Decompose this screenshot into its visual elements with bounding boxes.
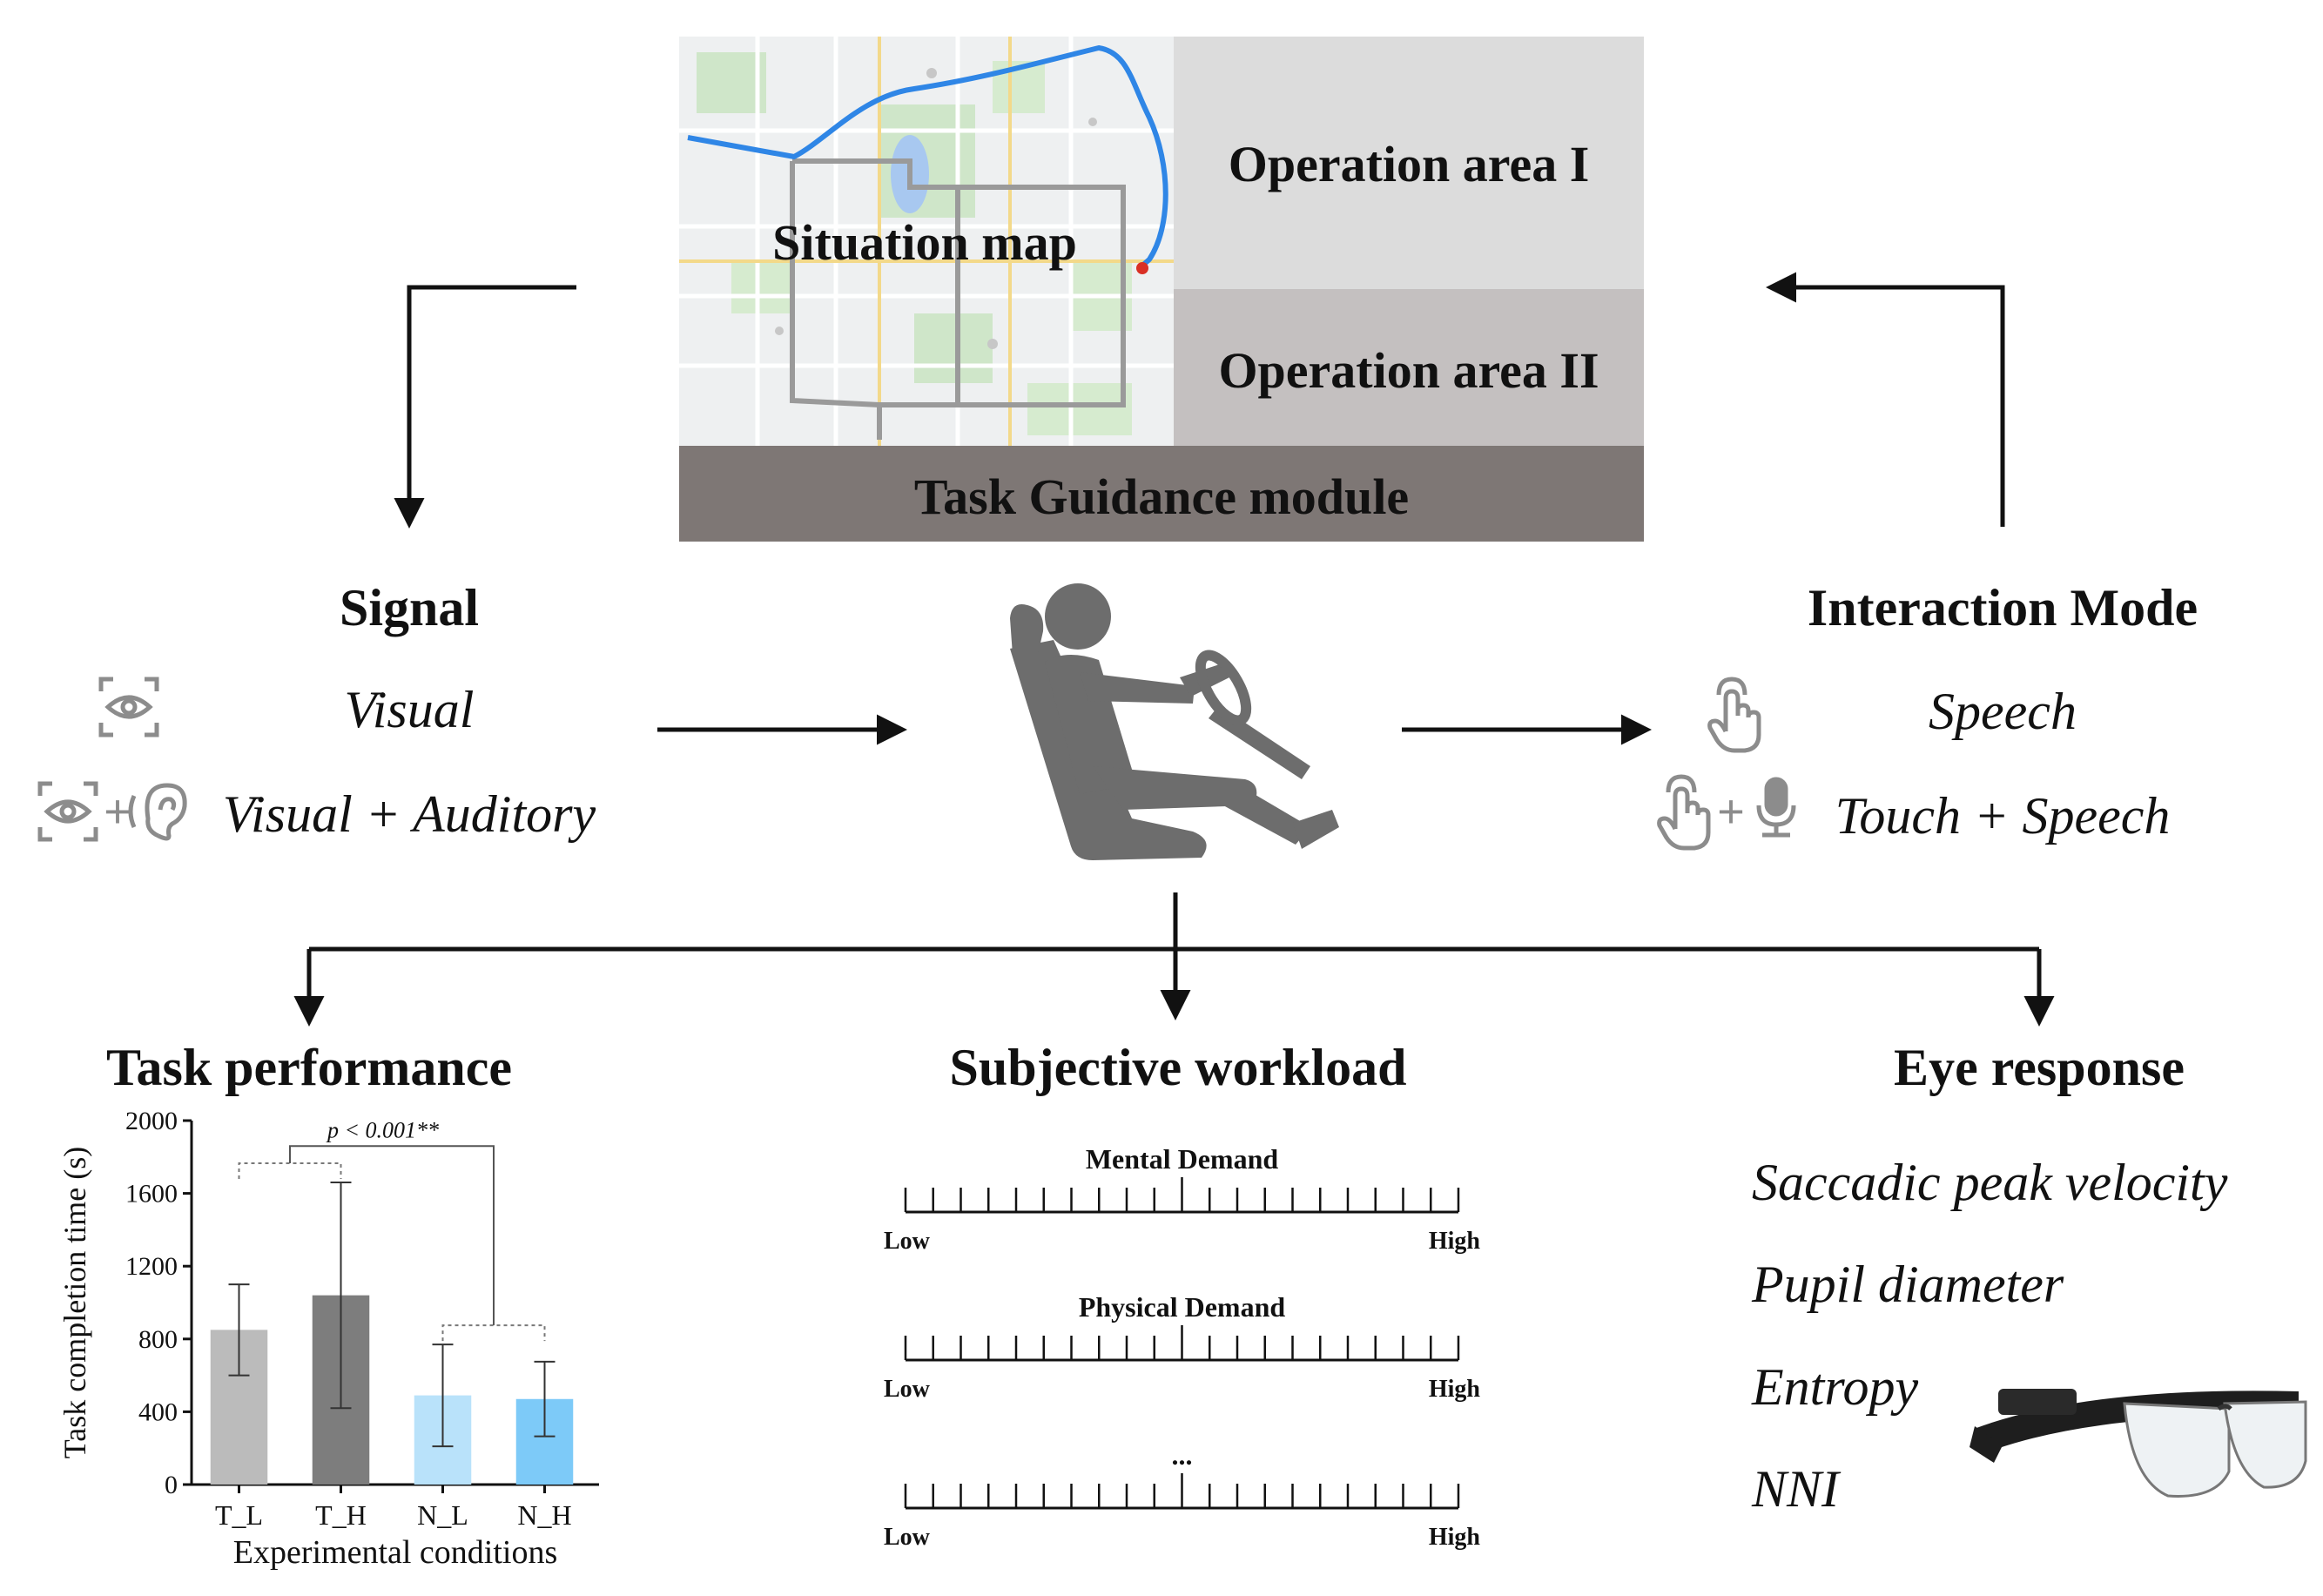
scale-low-label: Low bbox=[884, 1524, 931, 1551]
scale-low-label: Low bbox=[884, 1376, 931, 1403]
ear-icon bbox=[128, 783, 187, 841]
signal-option-visual: Visual bbox=[345, 681, 475, 738]
mode-to-interface-arrow bbox=[1766, 272, 2005, 527]
interface-to-signal-arrow bbox=[394, 285, 576, 529]
y-tick-label: 800 bbox=[138, 1325, 178, 1354]
task-guidance-label: Task Guidance module bbox=[914, 468, 1409, 525]
eye-icon bbox=[37, 781, 98, 842]
interface-panel: Situation map Operation area I Operation… bbox=[679, 37, 1644, 542]
steering-wheel-icon bbox=[1195, 650, 1252, 726]
y-tick-label: 2000 bbox=[125, 1107, 178, 1135]
x-tick-label: N_H bbox=[517, 1499, 571, 1531]
touch-icon bbox=[1657, 774, 1711, 851]
task-performance-heading: Task performance bbox=[106, 1039, 512, 1096]
connector-arrows bbox=[293, 272, 2055, 1027]
scale-high-label: High bbox=[1429, 1228, 1481, 1255]
microphone-icon bbox=[1756, 777, 1796, 838]
x-axis-label: Experimental conditions bbox=[233, 1534, 558, 1571]
y-tick-label: 0 bbox=[165, 1471, 178, 1499]
signal-option-visual-auditory: Visual + Auditory bbox=[223, 785, 596, 843]
scale-title: Physical Demand bbox=[1079, 1291, 1286, 1323]
interaction-mode-block: Interaction Mode Speech + Touch + Speech bbox=[1657, 579, 2198, 851]
operation-area-1 bbox=[1174, 37, 1644, 289]
mode-option-touch-speech: Touch + Speech bbox=[1835, 787, 2171, 845]
mode-option-speech: Speech bbox=[1929, 683, 2077, 740]
eye-response-block: Eye response Saccadic peak velocity Pupi… bbox=[1751, 1039, 2307, 1518]
interaction-mode-heading: Interaction Mode bbox=[1808, 579, 2198, 636]
subjective-workload-heading: Subjective workload bbox=[950, 1039, 1407, 1096]
signal-block: Signal Visual + Visual + Auditory bbox=[37, 579, 596, 843]
signal-heading: Signal bbox=[340, 579, 479, 636]
significance-label: p < 0.001** bbox=[326, 1117, 439, 1142]
situation-map-label: Situation map bbox=[772, 214, 1077, 271]
scale-title: Mental Demand bbox=[1086, 1143, 1279, 1175]
situation-map: Situation map bbox=[679, 37, 1174, 446]
task-guidance-module bbox=[679, 446, 1644, 542]
group-bracket bbox=[238, 1162, 342, 1180]
scale-high-label: High bbox=[1429, 1524, 1481, 1551]
scale-low-label: Low bbox=[884, 1228, 931, 1255]
touch-icon bbox=[1707, 677, 1761, 753]
group-bracket bbox=[441, 1324, 546, 1342]
y-axis-label: Task completion time (s) bbox=[57, 1147, 92, 1458]
x-tick-label: T_L bbox=[215, 1499, 263, 1531]
operation-area-2-label: Operation area II bbox=[1218, 342, 1599, 399]
eye-metric-entropy: Entropy bbox=[1751, 1358, 1918, 1416]
operation-area-1-label: Operation area I bbox=[1229, 136, 1590, 192]
eye-metric-saccadic: Saccadic peak velocity bbox=[1752, 1154, 2228, 1211]
x-tick-label: T_H bbox=[315, 1499, 367, 1531]
y-tick-label: 400 bbox=[138, 1397, 178, 1426]
eye-icon bbox=[98, 677, 159, 737]
eye-metric-nni: NNI bbox=[1751, 1460, 1842, 1518]
rating-scale: ... Low High bbox=[884, 1439, 1480, 1551]
eye-tracker-glasses-icon bbox=[1970, 1389, 2307, 1498]
significance-bracket bbox=[289, 1145, 495, 1326]
scale-high-label: High bbox=[1429, 1376, 1481, 1403]
eye-metric-pupil: Pupil diameter bbox=[1751, 1256, 2064, 1313]
scale-title: ... bbox=[1172, 1439, 1193, 1471]
mode-plus: + bbox=[1717, 785, 1745, 838]
operation-area-2 bbox=[1174, 289, 1644, 446]
signal-plus: + bbox=[104, 785, 131, 838]
x-tick-label: N_L bbox=[417, 1499, 468, 1531]
driver-icon bbox=[1010, 583, 1339, 860]
eye-response-heading: Eye response bbox=[1894, 1039, 2185, 1096]
y-tick-label: 1600 bbox=[125, 1180, 178, 1209]
y-tick-label: 1200 bbox=[125, 1252, 178, 1281]
